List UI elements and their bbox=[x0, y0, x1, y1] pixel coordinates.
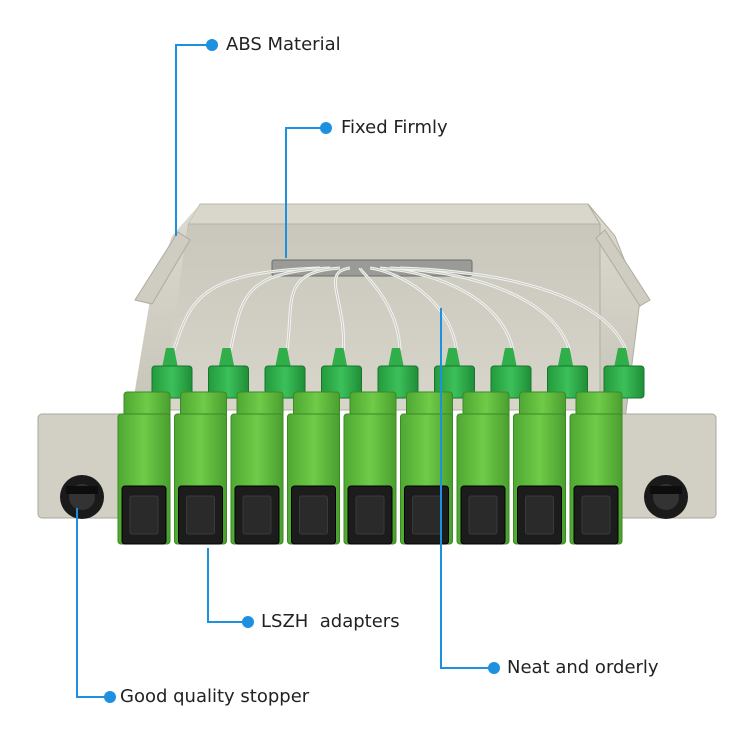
callout-lines bbox=[76, 44, 494, 698]
callout-neat-and-orderly: Neat and orderly bbox=[507, 657, 659, 678]
adapter-4 bbox=[287, 348, 362, 545]
connector-body bbox=[208, 365, 249, 399]
adapter-5 bbox=[343, 348, 419, 545]
connector-boot bbox=[614, 348, 630, 368]
adapter-3 bbox=[230, 348, 306, 545]
connector-boot bbox=[331, 348, 348, 368]
connector-body bbox=[434, 365, 475, 399]
adapter-7 bbox=[456, 348, 532, 545]
housing-back-wall bbox=[187, 203, 601, 225]
adapter-2 bbox=[174, 348, 249, 545]
adapter-6 bbox=[400, 348, 475, 545]
port-opening bbox=[525, 495, 554, 535]
port-opening bbox=[412, 495, 441, 535]
connector-boot bbox=[501, 348, 517, 368]
port-opening bbox=[242, 495, 272, 535]
connector-boot bbox=[444, 348, 461, 368]
fiber-edge bbox=[359, 267, 401, 351]
port-opening bbox=[355, 495, 385, 535]
connector-body bbox=[603, 365, 645, 399]
port-opening bbox=[468, 495, 498, 535]
adapter-1 bbox=[117, 348, 193, 545]
fiber-edge bbox=[399, 267, 627, 351]
fiber-edge bbox=[369, 267, 457, 351]
fiber-edge bbox=[334, 267, 351, 351]
callout-abs-material: ABS Material bbox=[226, 34, 341, 55]
adapter-9 bbox=[569, 348, 645, 545]
housing-right-rail bbox=[595, 229, 651, 307]
housing-left-wall bbox=[130, 204, 200, 420]
callout-good-quality-stopper: Good quality stopper bbox=[120, 686, 310, 707]
port-opening bbox=[581, 495, 611, 535]
port-opening bbox=[299, 495, 328, 535]
connector-body bbox=[151, 365, 193, 399]
right-stopper bbox=[644, 475, 688, 519]
fiber-edge bbox=[379, 267, 514, 351]
fiber-edge bbox=[173, 267, 321, 351]
left-stopper bbox=[60, 475, 104, 519]
connector-boot bbox=[557, 348, 574, 368]
connector-body bbox=[264, 365, 306, 399]
fiber-edge bbox=[389, 267, 570, 351]
adapter-8 bbox=[513, 348, 588, 545]
connector-body bbox=[547, 365, 588, 399]
connector-boot bbox=[162, 348, 178, 368]
connector-boot bbox=[218, 348, 235, 368]
housing-left-rail bbox=[134, 231, 191, 305]
callout-fixed-firmly: Fixed Firmly bbox=[341, 117, 448, 138]
port-opening bbox=[129, 495, 159, 535]
callout-lszh-adapters: LSZH adapters bbox=[261, 611, 400, 632]
port-opening bbox=[186, 495, 215, 535]
connector-body bbox=[490, 365, 532, 399]
fiber-edge bbox=[230, 267, 331, 351]
adapter-row bbox=[117, 348, 645, 545]
connector-body bbox=[321, 365, 362, 399]
connector-boot bbox=[388, 348, 404, 368]
fiber-bundle bbox=[172, 266, 628, 351]
connector-boot bbox=[275, 348, 291, 368]
connector-body bbox=[377, 365, 419, 399]
callout-dots bbox=[104, 39, 500, 703]
fiber-edge bbox=[286, 267, 341, 351]
